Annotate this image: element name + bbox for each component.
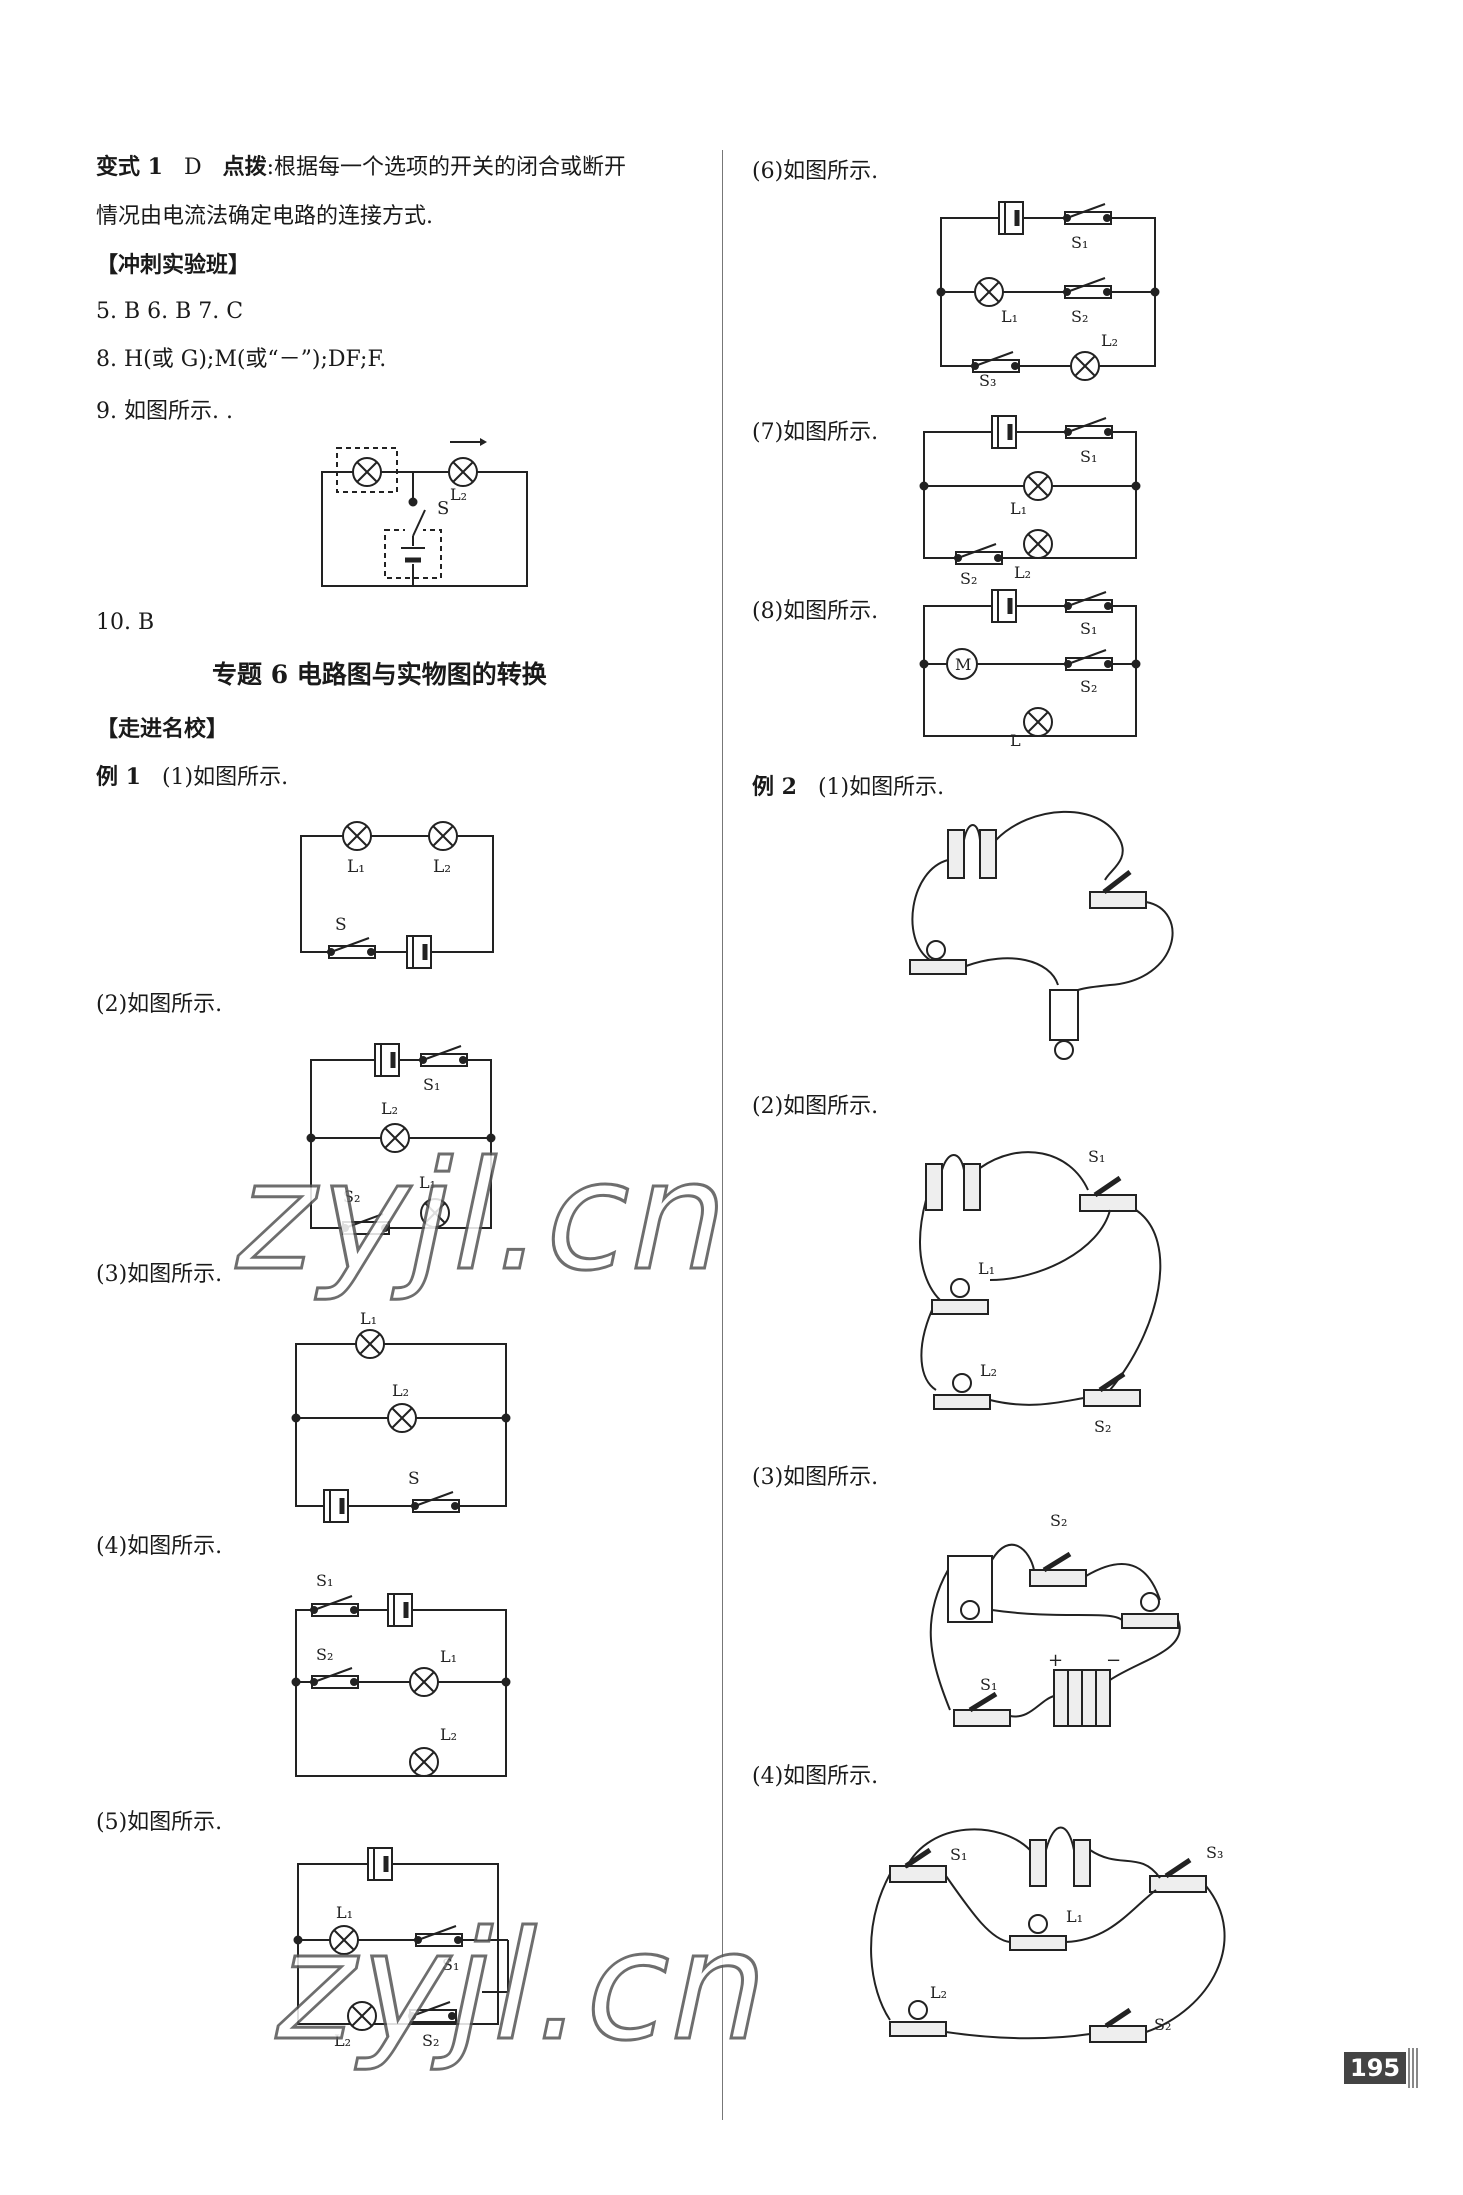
svg-text:L₁: L₁ bbox=[336, 1903, 353, 1922]
svg-text:S₂: S₂ bbox=[1050, 1511, 1067, 1530]
page-number: 195 bbox=[1344, 2052, 1407, 2084]
school-header: 【走进名校】 bbox=[96, 716, 229, 742]
svg-text:L: L bbox=[1010, 731, 1021, 750]
svg-text:S₂: S₂ bbox=[960, 569, 977, 588]
answers-5-7: 5. B 6. B 7. C bbox=[96, 299, 244, 324]
svg-text:S₁: S₁ bbox=[316, 1571, 333, 1590]
svg-text:S₁: S₁ bbox=[442, 1955, 459, 1974]
physical-circuit-ex2-4: S₁ S₃ L₁ L₂ S₂ bbox=[870, 1826, 1226, 2043]
svg-text:S₁: S₁ bbox=[980, 1675, 997, 1694]
answer-8: 8. H(或 G);M(或“－”);DF;F. bbox=[96, 347, 387, 372]
example-1-item-1: (1)如图所示. bbox=[161, 765, 289, 790]
example-2-label: 例 2 bbox=[752, 774, 797, 800]
hint-label: 点拨 bbox=[222, 154, 267, 180]
column-divider bbox=[722, 150, 723, 2120]
circuit-diagram-9: S L₂ bbox=[321, 438, 528, 587]
circuit-diagram-ex1-1: L₁ L₂ S bbox=[300, 821, 494, 960]
switch bbox=[1089, 870, 1147, 909]
variant-label: 变式 1 bbox=[96, 154, 163, 180]
sprint-header: 【冲刺实验班】 bbox=[96, 252, 251, 278]
item-6: (6)如图所示. bbox=[752, 159, 879, 184]
physical-circuit-ex2-3: S₂ S₁ + − bbox=[929, 1511, 1181, 1727]
item-7: (7)如图所示. bbox=[752, 420, 879, 445]
example-1-item-4: (4)如图所示. bbox=[96, 1534, 223, 1559]
physical-circuit-ex2-1 bbox=[909, 810, 1174, 1060]
bulb bbox=[909, 940, 967, 975]
circuit-diagram-6: S₁ L₁ S₂ S₃ L₂ bbox=[936, 200, 1160, 390]
battery-pair bbox=[947, 829, 997, 879]
svg-text:S₂: S₂ bbox=[316, 1645, 333, 1664]
svg-text:S₂: S₂ bbox=[1080, 677, 1097, 696]
bell bbox=[1049, 989, 1079, 1060]
svg-text:S₂: S₂ bbox=[1154, 2015, 1171, 2034]
svg-text:−: − bbox=[1106, 1650, 1121, 1671]
label-L2: L₂ bbox=[450, 485, 467, 504]
svg-text:S₁: S₁ bbox=[423, 1075, 440, 1094]
motor-label: M bbox=[955, 655, 971, 674]
answer-10: 10. B bbox=[96, 610, 155, 635]
svg-text:S₁: S₁ bbox=[1080, 619, 1097, 638]
svg-text:S₃: S₃ bbox=[1206, 1843, 1223, 1862]
example-2-item-1: (1)如图所示. bbox=[817, 775, 945, 800]
svg-text:+: + bbox=[1048, 1650, 1063, 1671]
watermark-2: zyjl.cn bbox=[260, 1899, 790, 2076]
example-1-item-2: (2)如图所示. bbox=[96, 992, 223, 1017]
svg-text:S₁: S₁ bbox=[1071, 233, 1088, 252]
circuit-diagram-ex1-4: S₁ S₂ L₁ L₂ bbox=[291, 1571, 511, 1777]
svg-text:L₁: L₁ bbox=[1001, 307, 1018, 326]
svg-text:L₂: L₂ bbox=[980, 1361, 997, 1380]
svg-text:S: S bbox=[335, 915, 347, 935]
hint-text: :根据每一个选项的开关的闭合或断开 bbox=[266, 155, 627, 180]
physical-circuit-ex2-2: S₁ L₁ L₂ S₂ bbox=[919, 1147, 1162, 1436]
svg-text:L₂: L₂ bbox=[381, 1099, 398, 1118]
example-1-item-3: (3)如图所示. bbox=[96, 1262, 223, 1287]
svg-text:S₁: S₁ bbox=[1080, 447, 1097, 466]
label-S: S bbox=[437, 498, 449, 519]
svg-text:S₂: S₂ bbox=[1071, 307, 1088, 326]
watermark-1: zyjl.cn bbox=[220, 1129, 750, 1306]
example-2-item-4: (4)如图所示. bbox=[752, 1764, 879, 1789]
svg-text:L₂: L₂ bbox=[1014, 563, 1031, 582]
svg-text:L₂: L₂ bbox=[334, 2031, 351, 2050]
example-2-item-2: (2)如图所示. bbox=[752, 1094, 879, 1119]
svg-text:L₁: L₁ bbox=[1010, 499, 1027, 518]
example-1-line: 例 1 (1)如图所示. bbox=[96, 762, 288, 793]
hint-text-2: 情况由电流法确定电路的连接方式. bbox=[96, 204, 433, 229]
svg-text:L₁: L₁ bbox=[978, 1259, 995, 1278]
svg-text:S₂: S₂ bbox=[343, 1187, 360, 1206]
circuit-diagram-8: M S₁ S₂ L bbox=[919, 594, 1141, 750]
svg-text:S₃: S₃ bbox=[979, 371, 996, 390]
svg-text:L₂: L₂ bbox=[440, 1725, 457, 1744]
topic-title: 专题 6 电路图与实物图的转换 bbox=[212, 660, 547, 689]
svg-text:S₂: S₂ bbox=[422, 2031, 439, 2050]
svg-text:L₁: L₁ bbox=[347, 857, 365, 877]
svg-text:L₁: L₁ bbox=[419, 1173, 436, 1192]
svg-text:S₁: S₁ bbox=[950, 1845, 967, 1864]
variant-line: 变式 1 D 点拨:根据每一个选项的开关的闭合或断开 bbox=[96, 152, 626, 183]
svg-text:L₁: L₁ bbox=[1066, 1907, 1083, 1926]
svg-text:L₂: L₂ bbox=[1101, 331, 1118, 350]
variant-answer: D bbox=[183, 155, 202, 180]
circuit-diagram-ex1-2: S₁ L₂ S₂ L₁ bbox=[306, 1048, 496, 1235]
svg-text:S₁: S₁ bbox=[1088, 1147, 1105, 1166]
svg-text:L₁: L₁ bbox=[360, 1309, 377, 1328]
svg-text:L₂: L₂ bbox=[930, 1983, 947, 2002]
circuit-diagram-ex1-5: L₁ S₁ L₂ S₂ bbox=[293, 1852, 509, 2050]
page-edge-bar bbox=[1408, 2048, 1418, 2088]
svg-text:L₁: L₁ bbox=[440, 1647, 457, 1666]
svg-text:L₂: L₂ bbox=[392, 1381, 409, 1400]
example-1-label: 例 1 bbox=[96, 764, 141, 790]
example-1-item-5: (5)如图所示. bbox=[96, 1810, 223, 1835]
svg-text:L₂: L₂ bbox=[433, 857, 451, 877]
svg-text:S₂: S₂ bbox=[1094, 1417, 1111, 1436]
item-8: (8)如图所示. bbox=[752, 599, 879, 624]
svg-text:S: S bbox=[408, 1469, 420, 1489]
circuit-diagram-ex1-3: L₁ L₂ S bbox=[291, 1309, 511, 1516]
example-2-item-3: (3)如图所示. bbox=[752, 1465, 879, 1490]
circuit-diagram-7: S₁ L₁ S₂ L₂ bbox=[919, 418, 1141, 588]
answer-9: 9. 如图所示. . bbox=[96, 399, 233, 424]
example-2-line: 例 2 (1)如图所示. bbox=[752, 772, 944, 803]
